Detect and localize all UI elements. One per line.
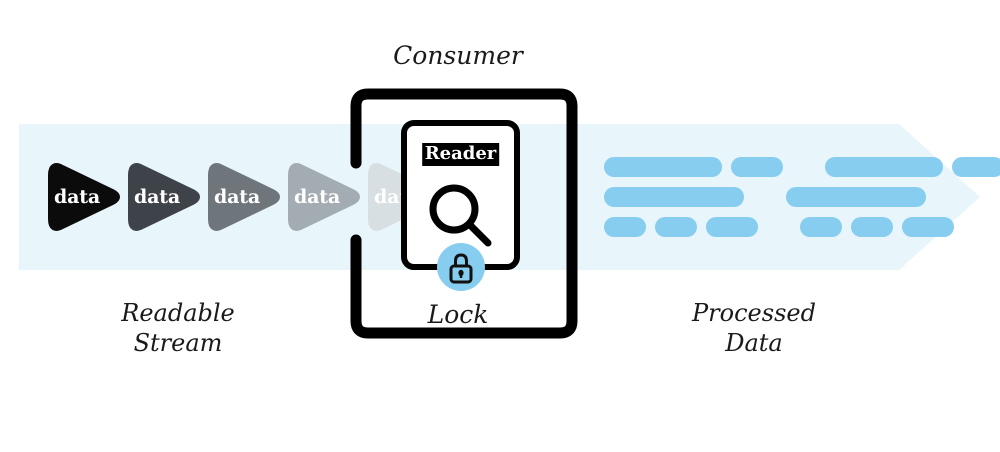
processed-bar [786,187,926,207]
processed-bar [604,187,744,207]
processed-bar-group-left [604,217,758,237]
processed-bar-group-right [825,157,1000,177]
processed-bar [731,157,783,177]
readable-stream-caption-line1: Readable [121,299,235,327]
processed-bar-group-left [604,187,744,207]
processed-bar [952,157,1000,177]
processed-bar-row-1 [604,157,1000,177]
data-chunk-2: data [128,161,200,233]
readable-stream-caption: Readable Stream [88,298,268,358]
processed-bar [902,217,954,237]
processed-bar-row-2 [604,187,1000,207]
processed-bar [706,217,758,237]
processed-bar [851,217,893,237]
processed-data-caption-line1: Processed [692,299,816,327]
processed-bar [825,157,943,177]
processed-bar-group-left [604,157,783,177]
processed-bar-group-right [786,187,926,207]
processed-data-caption: Processed Data [664,298,844,358]
consumer-title: Consumer [393,41,523,70]
processed-data-caption-line2: Data [725,329,783,357]
processed-bar-row-3 [604,217,1000,237]
lock-badge [437,243,485,291]
bar-column-gap [753,187,777,207]
data-chunk-3: data [208,161,280,233]
bar-column-gap [767,217,791,237]
processed-bar [800,217,842,237]
lock-caption: Lock [427,300,489,329]
data-chunk-1: data [48,161,120,233]
reader-tag-label: Reader [421,143,500,166]
bar-column-gap [792,157,816,177]
consumer-boundary-box [342,88,578,339]
magnifier-icon [426,181,496,251]
processed-data-bars [604,157,1000,237]
padlock-icon [449,253,473,284]
processed-bar [655,217,697,237]
processed-bar-group-right [800,217,954,237]
processed-bar [604,157,722,177]
readable-stream-caption-line2: Stream [133,329,223,357]
processed-bar [604,217,646,237]
